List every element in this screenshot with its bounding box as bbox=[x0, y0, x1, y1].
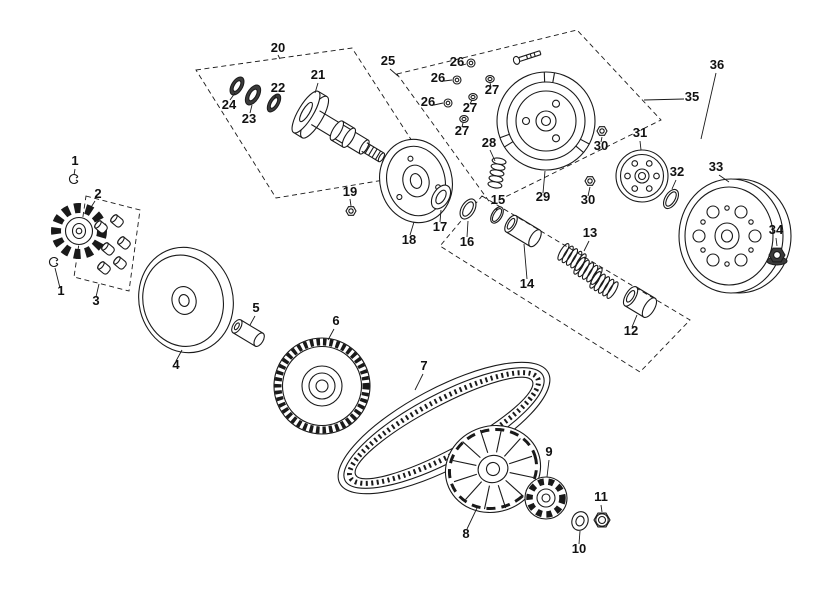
part-30-nut-a bbox=[596, 126, 608, 136]
small-screw bbox=[512, 50, 542, 65]
driven-pulley-group-box bbox=[195, 47, 433, 199]
part-label-24[interactable]: 24 bbox=[222, 97, 237, 112]
part-17-washer bbox=[430, 184, 452, 210]
part-label-3[interactable]: 3 bbox=[92, 293, 99, 308]
part-label-26c[interactable]: 26 bbox=[421, 94, 435, 109]
part-label-31[interactable]: 31 bbox=[633, 125, 647, 140]
part-18-driven-face bbox=[379, 138, 453, 224]
part-6-starter-driven-gear bbox=[273, 337, 371, 435]
part-label-21[interactable]: 21 bbox=[311, 67, 325, 82]
part-label-25[interactable]: 25 bbox=[381, 53, 395, 68]
part-3-roller-weights bbox=[94, 214, 131, 275]
part-label-33[interactable]: 33 bbox=[709, 159, 723, 174]
spring-kit-group-box bbox=[439, 195, 691, 373]
part-30-nut-b bbox=[584, 176, 596, 186]
part-15-o-ring bbox=[490, 206, 504, 224]
part-label-27b[interactable]: 27 bbox=[463, 100, 477, 115]
part-label-35[interactable]: 35 bbox=[685, 89, 699, 104]
part-2-drive-fan-plate bbox=[51, 203, 107, 259]
part-label-13[interactable]: 13 bbox=[583, 225, 597, 240]
part-label-12[interactable]: 12 bbox=[624, 323, 638, 338]
part-label-18[interactable]: 18 bbox=[402, 232, 416, 247]
part-29-clutch-shoe-assembly bbox=[496, 71, 596, 171]
part-5-spacer-bushing bbox=[231, 319, 265, 347]
part-24-bearing bbox=[229, 76, 245, 96]
part-label-1a[interactable]: 1 bbox=[71, 153, 78, 168]
part-label-6[interactable]: 6 bbox=[332, 313, 339, 328]
part-label-8[interactable]: 8 bbox=[462, 526, 469, 541]
part-32-seal-ring bbox=[662, 188, 680, 210]
part-label-9[interactable]: 9 bbox=[545, 444, 552, 459]
part-label-26a[interactable]: 26 bbox=[450, 54, 464, 69]
part-label-29[interactable]: 29 bbox=[536, 189, 550, 204]
part-4-drive-face bbox=[138, 246, 234, 354]
part-9-drive-boss bbox=[524, 476, 568, 520]
part-26-screws bbox=[443, 58, 476, 108]
part-label-17[interactable]: 17 bbox=[433, 219, 447, 234]
part-label-20[interactable]: 20 bbox=[271, 40, 285, 55]
part-label-36[interactable]: 36 bbox=[710, 57, 724, 72]
part-label-32[interactable]: 32 bbox=[670, 164, 684, 179]
part-10-washer bbox=[571, 511, 589, 531]
part-19-lock-nut bbox=[345, 206, 357, 216]
part-22-oil-seal bbox=[266, 93, 282, 113]
part-label-28[interactable]: 28 bbox=[482, 135, 496, 150]
part-21-driven-pulley-shaft bbox=[291, 90, 386, 163]
part-8-fan-face bbox=[444, 424, 542, 514]
part-label-19[interactable]: 19 bbox=[343, 184, 357, 199]
part-27-washers bbox=[459, 75, 495, 123]
part-label-30a[interactable]: 30 bbox=[594, 138, 608, 153]
part-label-4[interactable]: 4 bbox=[172, 357, 180, 372]
part-1-circlip-a bbox=[68, 173, 79, 185]
part-11-nut bbox=[593, 512, 611, 528]
part-label-14[interactable]: 14 bbox=[520, 276, 535, 291]
part-label-30b[interactable]: 30 bbox=[581, 192, 595, 207]
part-31-drive-plate bbox=[615, 149, 669, 203]
part-label-2[interactable]: 2 bbox=[94, 186, 101, 201]
part-labels: 1 2 1 3 4 5 6 7 8 9 10 11 12 13 14 15 16… bbox=[57, 40, 784, 556]
part-23-bearing bbox=[244, 84, 262, 106]
part-16-seal-ring bbox=[459, 198, 477, 220]
clutch-group-box bbox=[396, 29, 662, 205]
part-label-23[interactable]: 23 bbox=[242, 111, 256, 126]
part-12-spring-seat bbox=[622, 286, 658, 318]
part-34-flange-nut bbox=[766, 247, 788, 266]
part-label-11[interactable]: 11 bbox=[594, 489, 608, 504]
leader-lines bbox=[54, 54, 778, 545]
part-label-5[interactable]: 5 bbox=[252, 300, 259, 315]
part-label-1b[interactable]: 1 bbox=[57, 283, 64, 298]
part-label-16[interactable]: 16 bbox=[460, 234, 474, 249]
part-label-7[interactable]: 7 bbox=[420, 358, 427, 373]
part-7-drive-belt bbox=[337, 361, 551, 495]
part-13-clutch-springs bbox=[557, 243, 619, 299]
part-label-27a[interactable]: 27 bbox=[485, 82, 499, 97]
part-1-circlip-b bbox=[48, 256, 59, 268]
part-14-spring-guide bbox=[504, 214, 542, 248]
part-28-shoe-spring bbox=[487, 157, 507, 189]
part-label-22[interactable]: 22 bbox=[271, 80, 285, 95]
part-label-26b[interactable]: 26 bbox=[431, 70, 445, 85]
part-label-10[interactable]: 10 bbox=[572, 541, 586, 556]
part-label-27c[interactable]: 27 bbox=[455, 123, 469, 138]
part-33-clutch-outer-bell bbox=[678, 178, 792, 294]
part-label-15[interactable]: 15 bbox=[491, 192, 505, 207]
part-label-34[interactable]: 34 bbox=[769, 222, 784, 237]
